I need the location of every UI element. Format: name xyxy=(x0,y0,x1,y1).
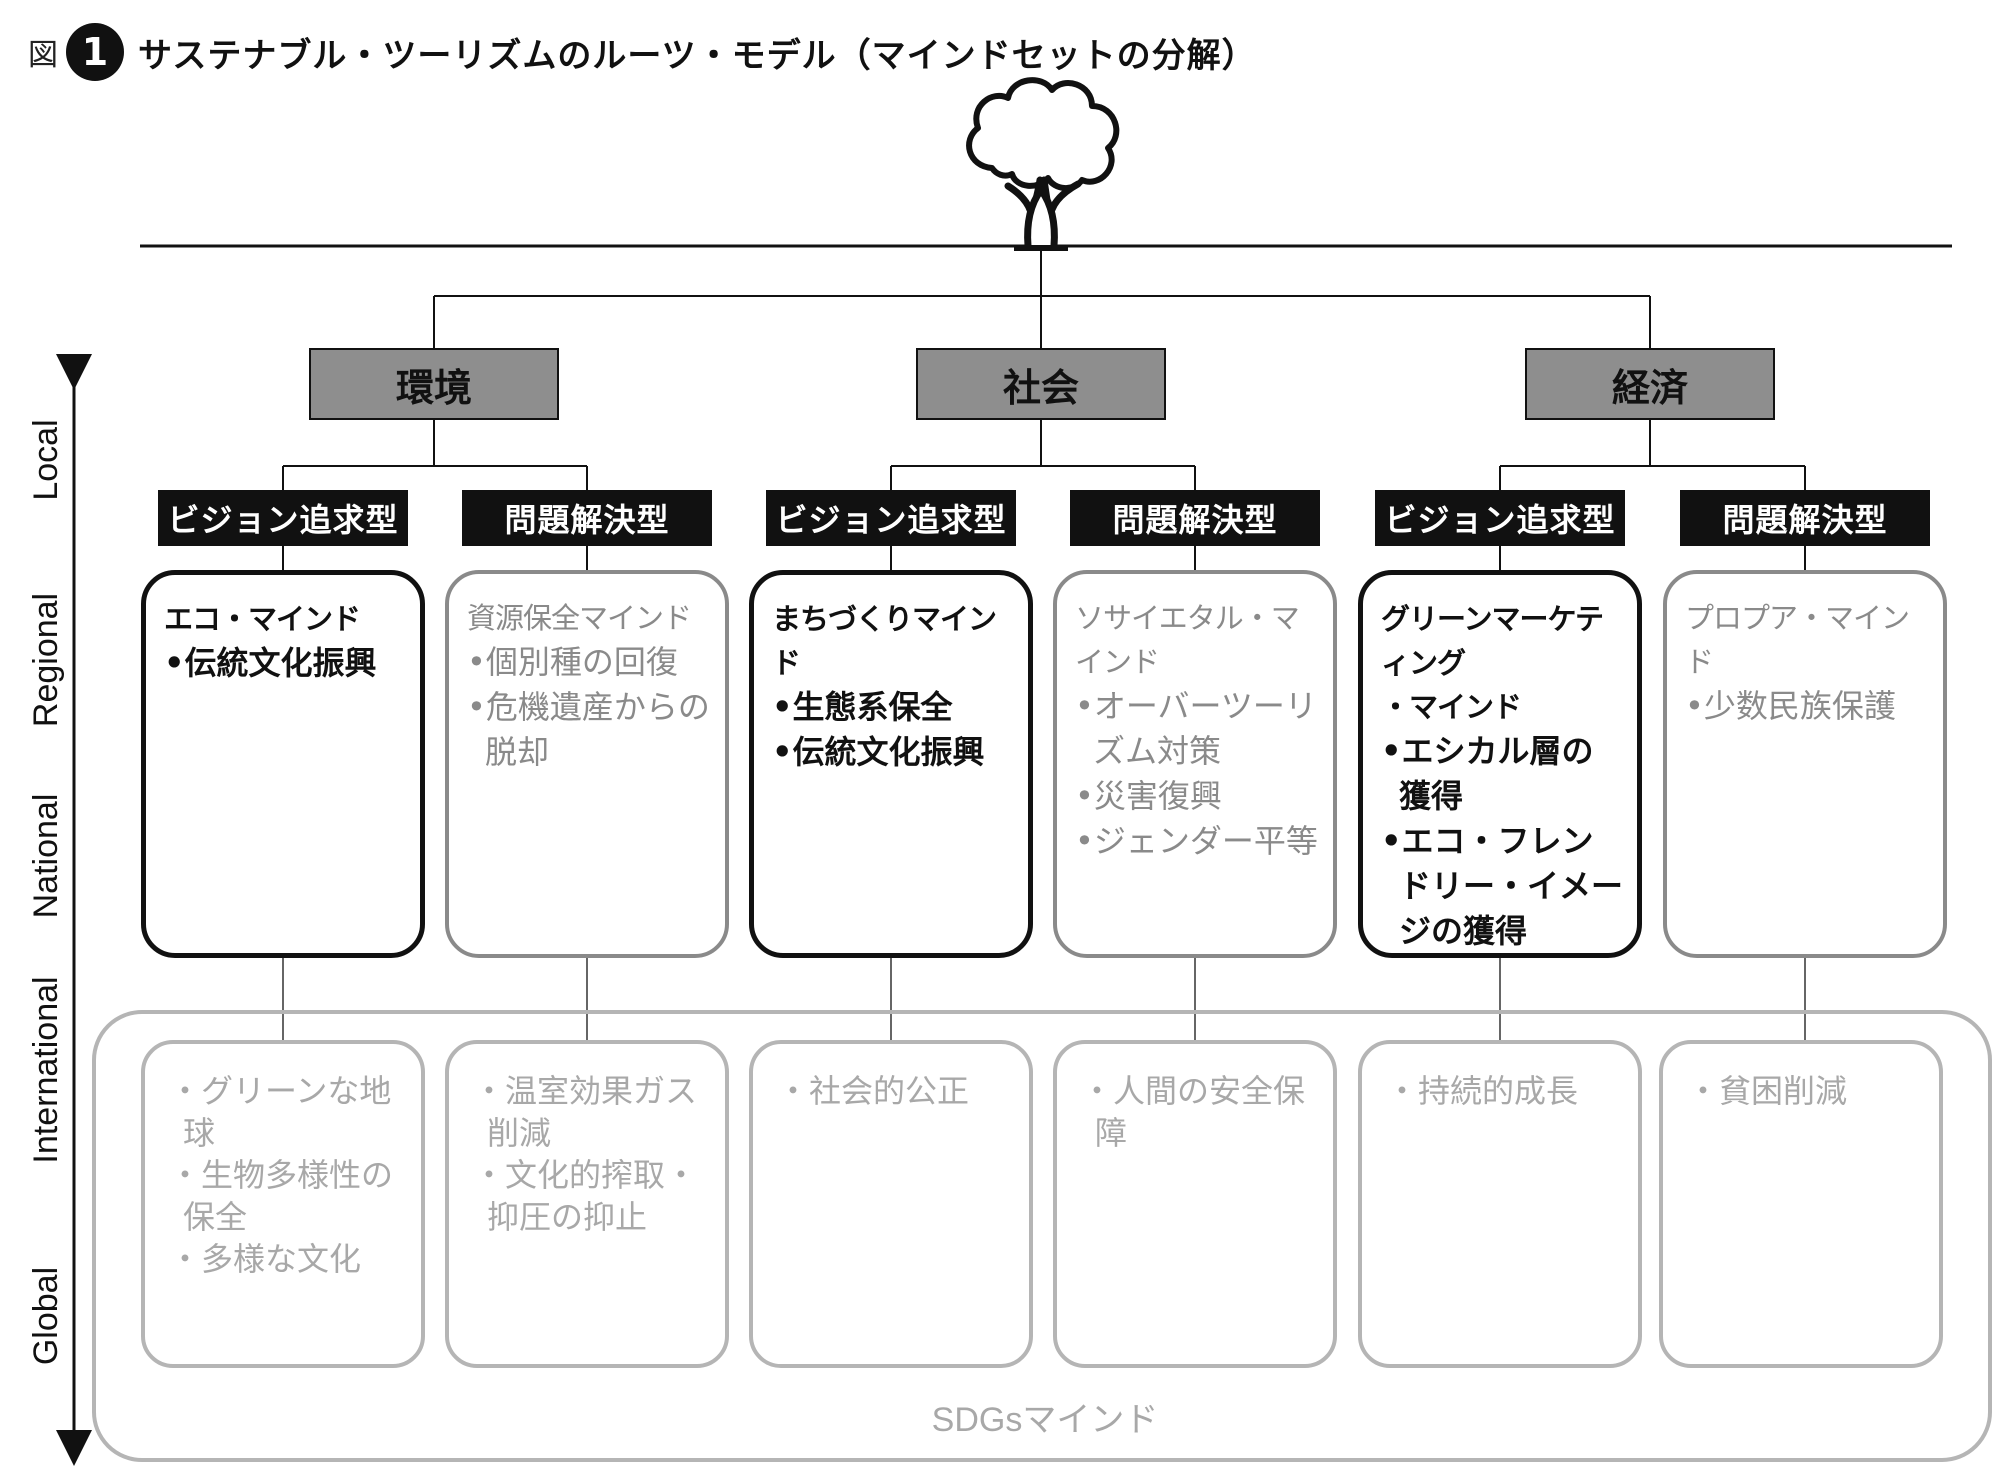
type-label-env-vision: ビジョン追求型 xyxy=(158,490,408,546)
category-economy: 経済 xyxy=(1525,348,1775,420)
type-label-eco-vision: ビジョン追求型 xyxy=(1375,490,1625,546)
mindset-item: •少数民族保護 xyxy=(1685,687,1896,725)
sdgs-box-soc-vision: ・社会的公正 xyxy=(749,1040,1033,1368)
mindset-name: ソサイエタル・マインド xyxy=(1075,601,1300,679)
mindset-box-eco-problem: プロプア・マインド •少数民族保護 xyxy=(1663,570,1947,958)
mindset-item: •伝統文化振興 xyxy=(164,644,377,682)
mindset-box-soc-vision: まちづくりマインド •生態系保全 •伝統文化振興 xyxy=(749,570,1033,958)
sdgs-item: ・貧困削減 xyxy=(1687,1072,1848,1110)
mindset-item: •個別種の回復 xyxy=(467,643,678,681)
type-label-soc-vision: ビジョン追求型 xyxy=(766,490,1016,546)
sdgs-item: ・グリーンな地球 xyxy=(169,1072,392,1152)
mindset-item: •エコ・フレンドリー・イメージの獲得 xyxy=(1381,822,1624,950)
mindset-item: •エシカル層の獲得 xyxy=(1381,732,1594,815)
sdgs-item: ・文化的搾取・抑圧の抑止 xyxy=(473,1156,698,1236)
type-connectors xyxy=(282,420,1806,490)
sdgs-box-env-problem: ・温室効果ガス削減・文化的搾取・抑圧の抑止 xyxy=(445,1040,729,1368)
figure-title: サステナブル・ツーリズムのルーツ・モデル（マインドセットの分解） xyxy=(138,35,1257,76)
mind-connectors xyxy=(282,546,1806,570)
sdgs-mind-label: SDGsマインド xyxy=(931,1401,1159,1439)
sdgs-box-env-vision: ・グリーンな地球・生物多様性の保全・多様な文化 xyxy=(141,1040,425,1368)
axis-label-international: International xyxy=(26,976,65,1164)
type-label-env-problem: 問題解決型 xyxy=(462,490,712,546)
type-label-soc-problem: 問題解決型 xyxy=(1070,490,1320,546)
category-society: 社会 xyxy=(916,348,1166,420)
mindset-item: •オーバーツーリズム対策 xyxy=(1075,687,1317,770)
sdgs-box-soc-problem: ・人間の安全保障 xyxy=(1053,1040,1337,1368)
mindset-item: •危機遺産からの脱却 xyxy=(467,688,710,771)
mindset-box-env-vision: エコ・マインド •伝統文化振興 xyxy=(141,570,425,958)
sdgs-item: ・多様な文化 xyxy=(169,1240,362,1278)
mindset-name: 資源保全マインド xyxy=(467,601,692,635)
sdgs-frame xyxy=(92,1010,1992,1462)
mindset-item: •生態系保全 xyxy=(772,688,953,726)
mindset-name: プロプア・マインド xyxy=(1685,601,1910,679)
category-environment: 環境 xyxy=(309,348,559,420)
axis-label-national: National xyxy=(26,793,65,919)
mindset-name: まちづくりマインド xyxy=(772,602,997,680)
sdgs-box-eco-vision: ・持続的成長 xyxy=(1358,1040,1642,1368)
mindset-item: •災害復興 xyxy=(1075,777,1222,815)
sdgs-item: ・温室効果ガス削減 xyxy=(473,1072,698,1152)
axis-label-global: Global xyxy=(26,1266,65,1366)
sdgs-item: ・生物多様性の保全 xyxy=(169,1156,394,1236)
axis-label-local: Local xyxy=(26,419,65,501)
category-connectors xyxy=(433,246,1651,348)
axis-label-regional: Regional xyxy=(26,592,65,728)
figure-label: 図 xyxy=(28,38,58,73)
type-label-eco-problem: 問題解決型 xyxy=(1680,490,1930,546)
sdgs-item: ・持続的成長 xyxy=(1386,1072,1579,1110)
tree-icon xyxy=(966,77,1120,251)
sdgs-box-eco-problem: ・貧困削減 xyxy=(1659,1040,1943,1368)
mindset-name: エコ・マインド xyxy=(164,602,361,636)
mindset-box-env-problem: 資源保全マインド •個別種の回復 •危機遺産からの脱却 xyxy=(445,570,729,958)
sdgs-item: ・社会的公正 xyxy=(777,1072,970,1110)
figure-number-badge: 1 xyxy=(66,23,124,81)
mindset-name: グリーンマーケティング xyxy=(1381,602,1604,680)
sdgs-item: ・人間の安全保障 xyxy=(1081,1072,1306,1152)
mindset-item: •伝統文化振興 xyxy=(772,733,985,771)
mindset-box-eco-vision: グリーンマーケティング・マインド •エシカル層の獲得•エコ・フレンドリー・イメージ… xyxy=(1358,570,1642,958)
mindset-item: •ジェンダー平等 xyxy=(1075,822,1318,860)
mindset-name: ・マインド xyxy=(1381,690,1522,724)
figure-title-bar: 図 1 サステナブル・ツーリズムのルーツ・モデル（マインドセットの分解） xyxy=(28,22,1257,82)
sdgs-connectors xyxy=(282,958,1806,1040)
mindset-box-soc-problem: ソサイエタル・マインド •オーバーツーリズム対策 •災害復興 •ジェンダー平等 xyxy=(1053,570,1337,958)
